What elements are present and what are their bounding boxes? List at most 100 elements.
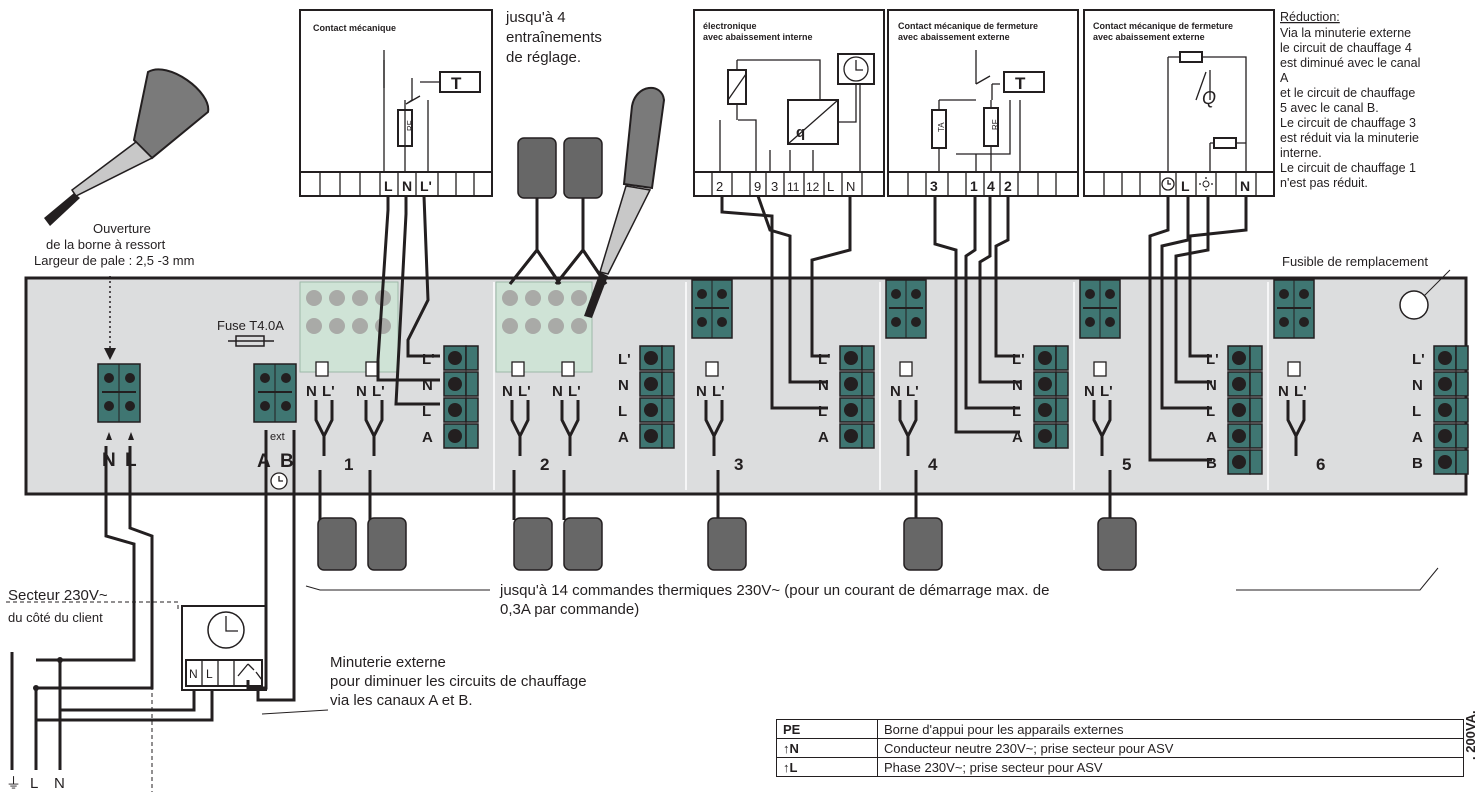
- terminal-hole: [1279, 317, 1289, 327]
- svg-text:n'est pas réduit.: n'est pas réduit.: [1280, 176, 1368, 190]
- connector-label: A: [422, 429, 433, 446]
- svg-text:L: L: [827, 179, 834, 194]
- connector-latch: [661, 423, 675, 449]
- svg-text:et le circuit de chauffage: et le circuit de chauffage: [1280, 86, 1415, 100]
- connector-latch: [1055, 397, 1069, 423]
- fuse-replace-label: Fusible de remplacement: [1282, 254, 1428, 269]
- connector-label: A: [1012, 429, 1023, 446]
- svg-text:L: L: [30, 775, 38, 792]
- svg-text:jusqu'à 4: jusqu'à 4: [505, 9, 566, 26]
- svg-text:électronique: électronique: [703, 21, 757, 31]
- zone-number: 4: [928, 455, 938, 474]
- plug-label-l: L': [372, 383, 385, 400]
- svg-text:Q: Q: [1202, 88, 1216, 108]
- connector-latch: [661, 371, 675, 397]
- svg-text:L: L: [206, 667, 213, 681]
- svg-text:A: A: [1280, 71, 1289, 85]
- connector-latch: [1455, 449, 1469, 475]
- green-terminal-hole: [502, 318, 518, 334]
- plug-label-n: N: [306, 383, 317, 400]
- connector-hole: [1038, 403, 1052, 417]
- terminal-hole: [717, 289, 727, 299]
- svg-text:interne.: interne.: [1280, 146, 1322, 160]
- plug-wire: [560, 400, 580, 456]
- svg-text:11: 11: [787, 180, 800, 194]
- legend-symbol: PE: [776, 719, 878, 739]
- svg-text:Contact mécanique de fermeture: Contact mécanique de fermeture: [898, 21, 1038, 31]
- green-terminal-hole: [502, 290, 518, 306]
- svg-text:TA: TA: [937, 122, 946, 132]
- power-terminal: N L: [97, 363, 141, 471]
- zone-number: 5: [1122, 455, 1131, 474]
- connector-label: N: [1012, 377, 1023, 394]
- connector-latch: [661, 397, 675, 423]
- plug-icon: [365, 361, 379, 377]
- connector-hole: [1438, 377, 1452, 391]
- connector-latch: [465, 371, 479, 397]
- connector-hole: [644, 429, 658, 443]
- connector-hole: [448, 403, 462, 417]
- plug-wire: [364, 400, 384, 456]
- legend-text: Phase 230V~; prise secteur pour ASV: [877, 757, 1464, 777]
- green-terminal-hole: [571, 318, 587, 334]
- connector-hole: [844, 403, 858, 417]
- connector-latch: [1055, 423, 1069, 449]
- plug-label-n: N: [502, 383, 513, 400]
- green-terminal-hole: [548, 318, 564, 334]
- actuators-bottom: [317, 470, 1137, 571]
- green-terminal-hole: [525, 318, 541, 334]
- terminal-hole: [1299, 317, 1309, 327]
- connector-latch: [465, 345, 479, 371]
- svg-text:N: N: [54, 775, 65, 792]
- connector-label: L: [1412, 403, 1421, 420]
- svg-text:L: L: [1181, 178, 1190, 194]
- green-terminal-hole: [306, 318, 322, 334]
- connector-label: N: [422, 377, 433, 394]
- plug-label-n: N: [1084, 383, 1095, 400]
- zone-number: 3: [734, 455, 743, 474]
- plug-icon: [561, 361, 575, 377]
- mains-client-label: du côté du client: [8, 610, 103, 625]
- connector-latch: [1055, 371, 1069, 397]
- connector-hole: [1438, 455, 1452, 469]
- connector-latch: [465, 423, 479, 449]
- ext-ab-terminal: ext A B: [253, 363, 297, 490]
- connector-label: L': [1412, 351, 1425, 368]
- connector-label: L: [818, 403, 827, 420]
- svg-text:est diminué avec le canal: est diminué avec le canal: [1280, 56, 1420, 70]
- plug-label-l: L': [712, 383, 725, 400]
- connector-label: N: [1412, 377, 1423, 394]
- connector-latch: [465, 397, 479, 423]
- svg-text:Via la minuterie externe: Via la minuterie externe: [1280, 26, 1411, 40]
- mains-label: Secteur 230V~: [8, 587, 108, 604]
- plug-label-l: L': [1294, 383, 1307, 400]
- legend-row: ↑N Conducteur neutre 230V~; prise secteu…: [776, 738, 1464, 758]
- connector-label: B: [1412, 455, 1423, 472]
- terminal-hole: [697, 289, 707, 299]
- connector-latch: [861, 345, 875, 371]
- plug-icon: [315, 361, 329, 377]
- thermostat-box-3: Contact mécanique de fermeture avec abai…: [887, 9, 1079, 197]
- actuators-note-2: 0,3A par commande): [500, 601, 639, 618]
- terminal-hole: [697, 317, 707, 327]
- terminal-hole: [1085, 317, 1095, 327]
- svg-text:RF: RF: [406, 120, 415, 131]
- svg-text:Contact mécanique de fermeture: Contact mécanique de fermeture: [1093, 21, 1233, 31]
- thermostat-box-2: électronique avec abaissement interne q …: [693, 9, 885, 197]
- timer-note-3: via les canaux A et B.: [330, 692, 473, 709]
- plug-icon: [1287, 361, 1301, 377]
- connector-latch: [1455, 345, 1469, 371]
- plug-icon: [511, 361, 525, 377]
- connector-latch: [1455, 423, 1469, 449]
- svg-text:est réduit via la minuterie: est réduit via la minuterie: [1280, 131, 1419, 145]
- fuse-label: Fuse T4.0A: [217, 318, 284, 333]
- connector-latch: [861, 397, 875, 423]
- zone-number: 2: [540, 455, 549, 474]
- legend-text: Borne d'appui pour les apparails externe…: [877, 719, 1464, 739]
- svg-text:le circuit de chauffage 4: le circuit de chauffage 4: [1280, 41, 1412, 55]
- svg-text:de réglage.: de réglage.: [506, 49, 581, 66]
- connector-hole: [844, 377, 858, 391]
- connector-latch: [861, 371, 875, 397]
- connector-label: L: [618, 403, 627, 420]
